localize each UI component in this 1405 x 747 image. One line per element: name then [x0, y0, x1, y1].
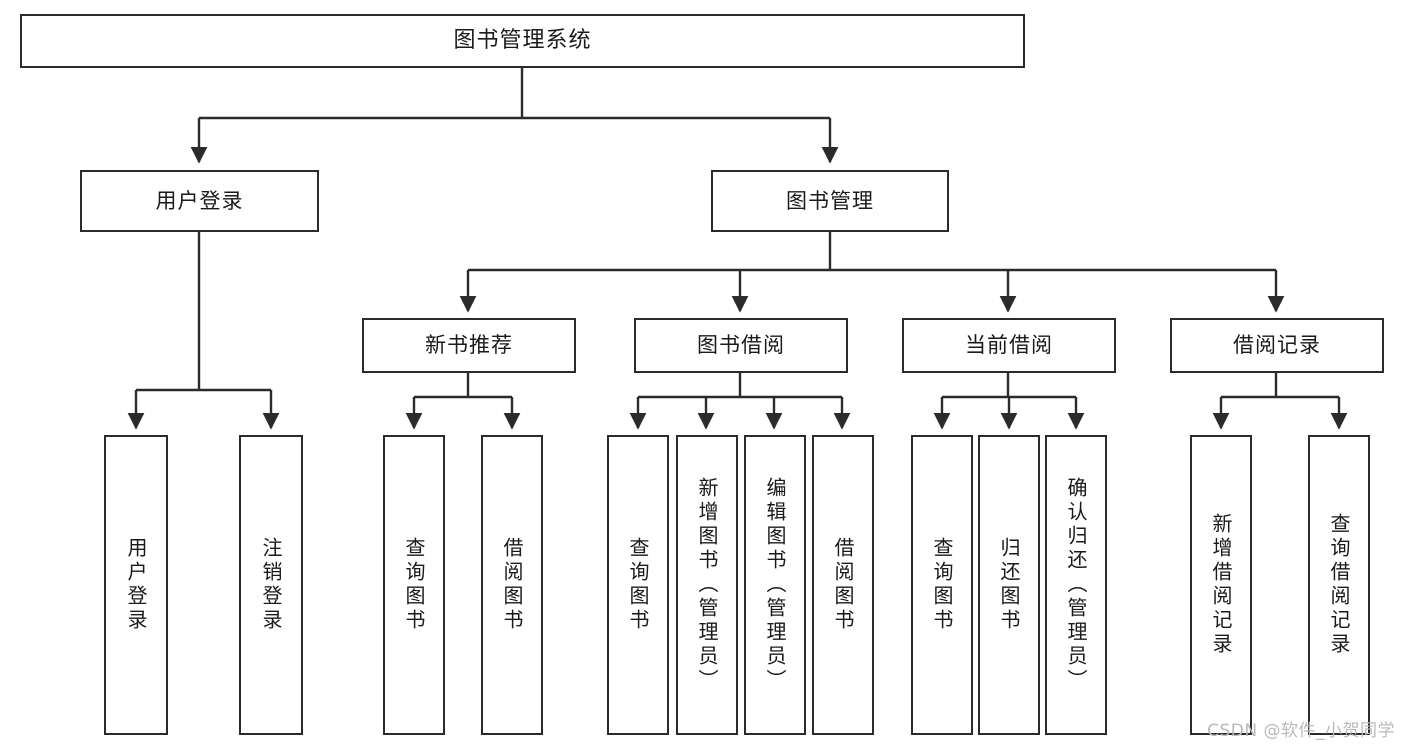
- node-label: 用户登录: [155, 188, 244, 213]
- node-label: 注销登录: [259, 537, 283, 633]
- leaf-edit-book-admin[interactable]: 编辑图书（管理员）: [744, 435, 806, 735]
- node-book-borrowing[interactable]: 图书借阅: [634, 318, 848, 373]
- node-label: 查询图书: [626, 537, 650, 633]
- leaf-borrow-books-newbook[interactable]: 借阅图书: [481, 435, 543, 735]
- node-label: 当前借阅: [965, 333, 1053, 358]
- node-label: 新增图书（管理员）: [695, 477, 719, 693]
- leaf-query-books-current[interactable]: 查询图书: [911, 435, 973, 735]
- node-label: 查询图书: [402, 537, 426, 633]
- node-label: 查询图书: [930, 537, 954, 633]
- leaf-add-book-admin[interactable]: 新增图书（管理员）: [676, 435, 738, 735]
- leaf-add-borrow-record[interactable]: 新增借阅记录: [1190, 435, 1252, 735]
- leaf-query-books-newbook[interactable]: 查询图书: [383, 435, 445, 735]
- node-label: 图书借阅: [697, 333, 785, 358]
- node-label: 查询借阅记录: [1327, 513, 1351, 657]
- leaf-user-login[interactable]: 用户登录: [104, 435, 168, 735]
- node-root-book-management-system[interactable]: 图书管理系统: [20, 14, 1025, 68]
- leaf-return-books[interactable]: 归还图书: [978, 435, 1040, 735]
- node-current-borrowing[interactable]: 当前借阅: [902, 318, 1116, 373]
- node-label: 用户登录: [124, 537, 148, 633]
- node-label: 编辑图书（管理员）: [763, 477, 787, 693]
- csdn-watermark: CSDN @软件_小贺同学: [1207, 721, 1395, 741]
- leaf-confirm-return-admin[interactable]: 确认归还（管理员）: [1045, 435, 1107, 735]
- leaf-logout[interactable]: 注销登录: [239, 435, 303, 735]
- node-book-management[interactable]: 图书管理: [711, 170, 949, 232]
- node-label: 新增借阅记录: [1209, 513, 1233, 657]
- node-label: 新书推荐: [425, 333, 513, 358]
- node-label: 图书管理系统: [453, 28, 592, 54]
- leaf-borrow-books[interactable]: 借阅图书: [812, 435, 874, 735]
- leaf-query-books-borrow[interactable]: 查询图书: [607, 435, 669, 735]
- node-label: 借阅记录: [1233, 333, 1321, 358]
- node-user-login[interactable]: 用户登录: [80, 170, 319, 232]
- node-label: 归还图书: [997, 537, 1021, 633]
- node-label: 确认归还（管理员）: [1064, 477, 1088, 693]
- node-label: 借阅图书: [831, 537, 855, 633]
- node-label: 图书管理: [786, 188, 874, 213]
- node-new-book-recommendation[interactable]: 新书推荐: [362, 318, 576, 373]
- node-borrow-records[interactable]: 借阅记录: [1170, 318, 1384, 373]
- leaf-query-borrow-record[interactable]: 查询借阅记录: [1308, 435, 1370, 735]
- node-label: 借阅图书: [500, 537, 524, 633]
